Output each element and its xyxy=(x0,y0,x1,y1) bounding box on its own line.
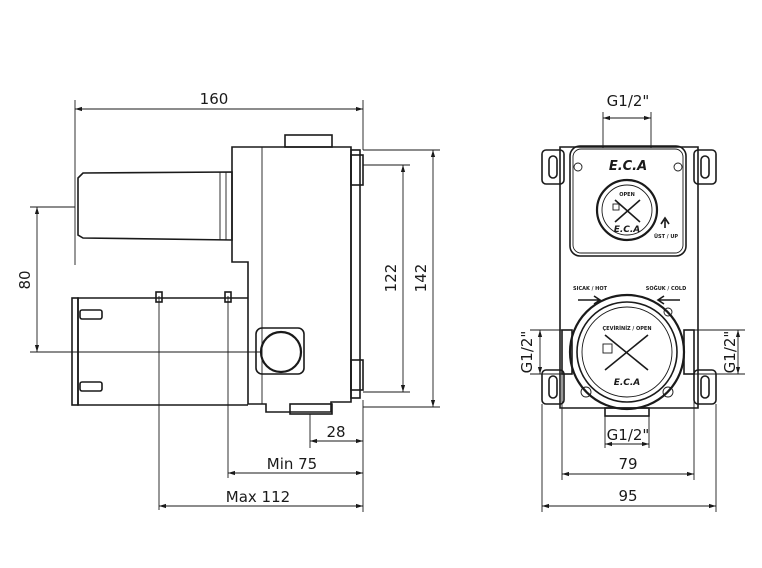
cold-arrow-icon xyxy=(656,295,680,305)
hot-label: SICAK / HOT xyxy=(573,286,608,292)
dim-min-depth: Min 75 xyxy=(267,455,317,473)
dim-outer-width: 95 xyxy=(618,487,637,505)
mounting-ear-bl xyxy=(541,369,565,405)
side-view: 160 80 xyxy=(16,90,440,512)
dim-top-thread: G1/2" xyxy=(607,92,650,110)
right-inlet xyxy=(683,329,695,375)
lower-cartridge xyxy=(77,297,248,406)
upper-dial xyxy=(595,178,659,242)
up-arrow-icon xyxy=(660,216,670,228)
dim-inner-width: 79 xyxy=(618,455,637,473)
dim-inlet-offset: 28 xyxy=(326,423,345,441)
dim-outlet-height: 80 xyxy=(16,270,34,289)
bottom-inlet-stub xyxy=(289,403,333,415)
lower-dial xyxy=(581,306,673,398)
up-label: ÜST / UP xyxy=(654,233,678,240)
dim-left-thread: G1/2" xyxy=(518,331,536,374)
dim-right-thread: G1/2" xyxy=(721,331,739,374)
front-view: G1/2" E.C.A OPEN E.C.A ÜST / UP SICAK / … xyxy=(518,92,745,512)
dim-height-inner: 122 xyxy=(382,264,400,293)
spout-upper xyxy=(77,171,233,241)
hot-arrow-icon xyxy=(578,295,602,305)
dim-height-outer: 142 xyxy=(412,264,430,293)
upper-box xyxy=(569,145,687,257)
upper-dial-label: OPEN xyxy=(619,192,635,198)
mounting-ear-tr xyxy=(693,149,717,185)
dim-bottom-thread: G1/2" xyxy=(607,426,650,444)
dim-max-depth: Max 112 xyxy=(226,488,290,506)
dim-width-total: 160 xyxy=(200,90,229,108)
upper-dial-brand: E.C.A xyxy=(614,225,641,235)
left-inlet xyxy=(561,329,573,375)
lower-dial-brand: E.C.A xyxy=(614,378,641,388)
valve-body-outline xyxy=(231,146,352,413)
top-inlet-stub xyxy=(284,134,333,148)
lower-dial-label: ÇEVİRİNİZ / OPEN xyxy=(602,325,651,332)
cold-label: SOĞUK / COLD xyxy=(646,285,686,292)
mounting-frame xyxy=(559,146,699,409)
mounting-ear-tl xyxy=(541,149,565,185)
brand-logo: E.C.A xyxy=(609,159,647,174)
round-outlet xyxy=(259,330,303,374)
